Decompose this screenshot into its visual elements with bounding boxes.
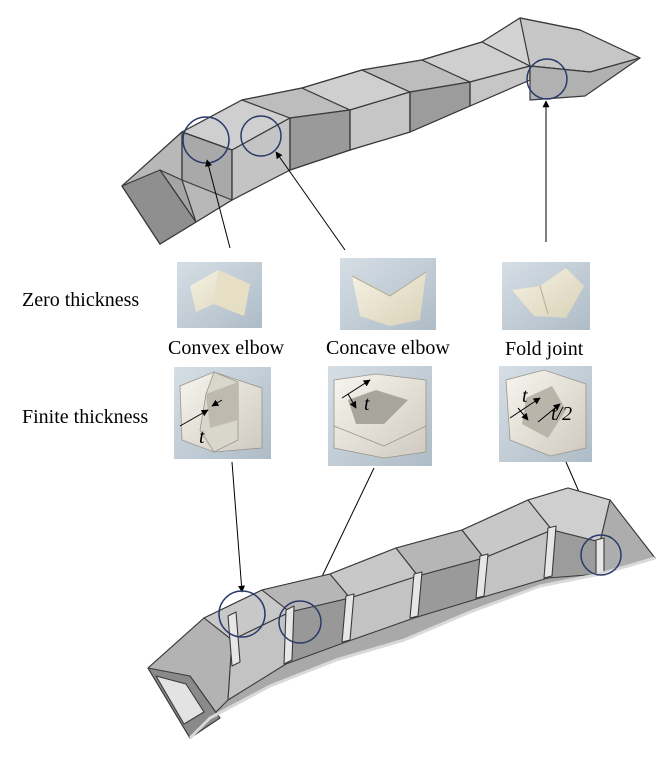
concave-t-label: t (364, 393, 370, 415)
finite-concave-photo (328, 366, 432, 466)
concave-elbow-marker-bottom (278, 600, 322, 644)
fold-joint-marker-bottom (580, 534, 622, 576)
fold-t-half-label: t/2 (551, 403, 573, 425)
convex-arrow-top (205, 159, 231, 249)
concave-elbow-label: Concave elbow (326, 337, 450, 359)
finite-fold-photo (499, 366, 592, 462)
convex-elbow-label: Convex elbow (168, 337, 285, 359)
finite-thickness-tube (147, 487, 656, 740)
dimension-marks (179, 379, 561, 427)
zero-convex-photo (177, 262, 262, 328)
fold-joint-label: Fold joint (505, 338, 584, 360)
convex-t-label: t (199, 426, 205, 448)
concave-elbow-marker-top (240, 115, 282, 157)
convex-arrow-bottom (231, 461, 246, 593)
concave-arrow-top (275, 151, 346, 251)
zero-thickness-tube (121, 17, 641, 245)
zero-fold-photo (502, 262, 590, 330)
finite-convex-photo (174, 367, 271, 459)
finite-thickness-label: Finite thickness (22, 406, 149, 428)
zero-thickness-label: Zero thickness (22, 289, 140, 311)
fold-t-label: t (522, 385, 528, 407)
zero-concave-photo (340, 258, 436, 330)
convex-elbow-marker-bottom (218, 590, 266, 638)
fold-joint-marker-top (526, 58, 568, 100)
